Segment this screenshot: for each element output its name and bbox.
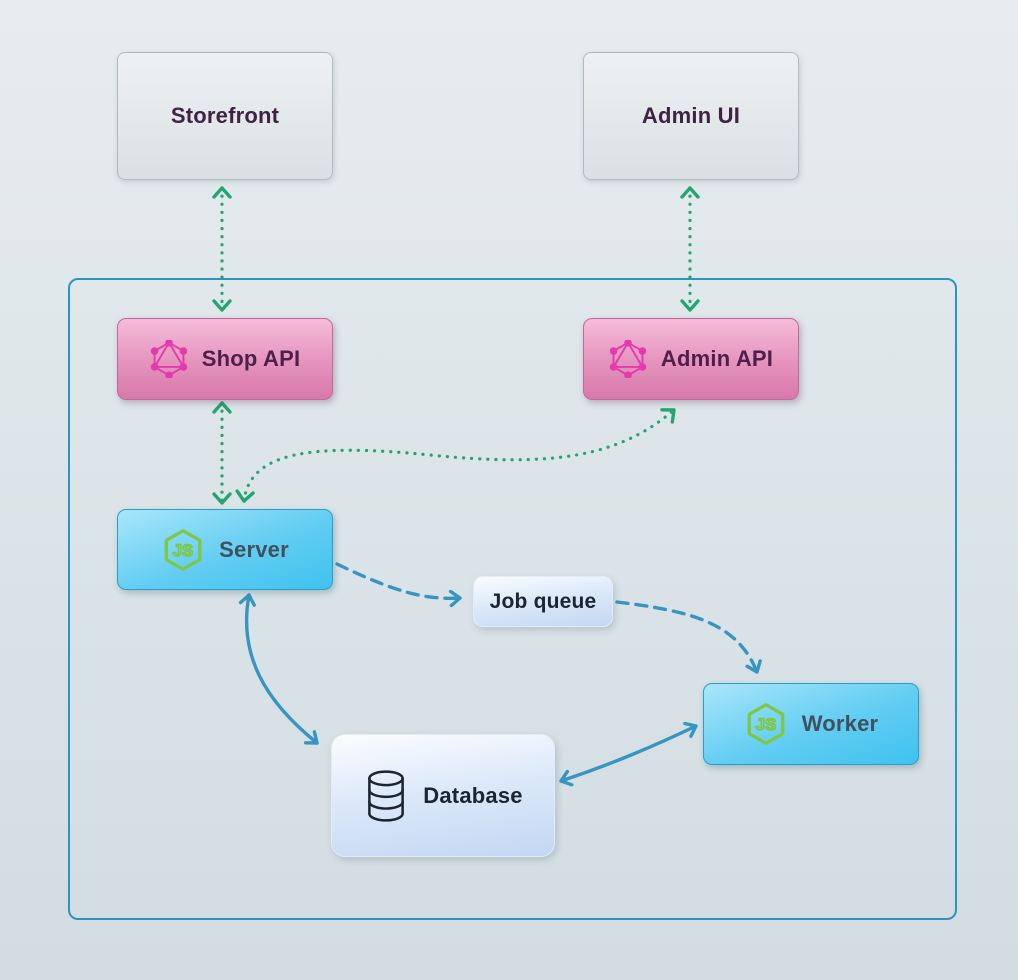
database-icon — [363, 769, 409, 823]
node-database: Database — [331, 734, 555, 857]
server-label: Server — [219, 536, 289, 562]
svg-text:JS: JS — [755, 716, 776, 734]
worker-label: Worker — [801, 711, 879, 736]
nodejs-icon: JS — [744, 702, 788, 746]
node-admin-ui: Admin UI — [583, 52, 799, 180]
admin-api-label: Admin API — [660, 346, 774, 371]
node-shop-api: Shop API — [117, 318, 333, 400]
edge-database-worker — [559, 721, 698, 787]
svg-text:JS: JS — [173, 542, 194, 560]
node-storefront: Storefront — [117, 52, 333, 180]
edge-server-database — [238, 593, 319, 745]
edge-server-job-queue — [335, 562, 462, 608]
storefront-label: Storefront — [170, 103, 280, 128]
node-worker: JS Worker — [703, 683, 919, 765]
node-admin-api: Admin API — [583, 318, 799, 400]
admin-ui-label: Admin UI — [641, 103, 741, 128]
edge-job-queue-worker — [615, 600, 762, 674]
shop-api-label: Shop API — [201, 346, 301, 371]
nodejs-icon: JS — [161, 528, 205, 572]
server-boundary-box — [68, 278, 957, 920]
node-job-queue: Job queue — [473, 576, 613, 627]
graphql-icon — [150, 340, 188, 378]
database-label: Database — [423, 782, 523, 808]
edge-server-admin-api — [235, 408, 676, 503]
graphql-icon — [609, 340, 647, 378]
job-queue-label: Job queue — [489, 589, 597, 613]
node-server: JS Server — [117, 509, 333, 590]
